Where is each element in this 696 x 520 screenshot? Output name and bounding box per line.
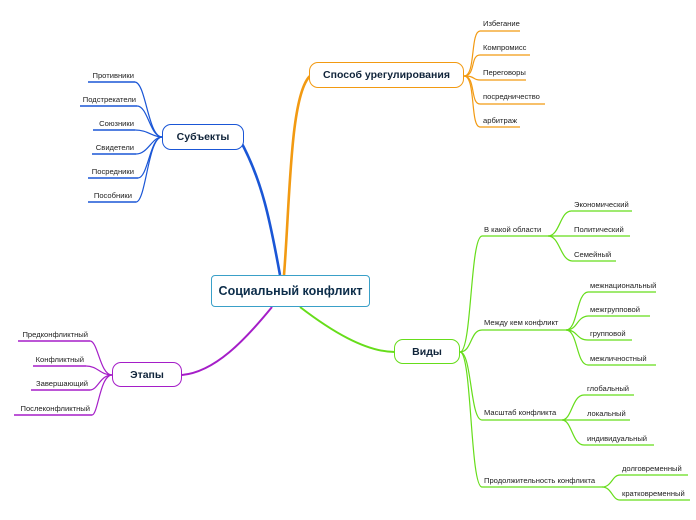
branch-types[interactable]: Виды — [394, 339, 460, 364]
branch-resolution[interactable]: Способ урегулирования — [309, 62, 464, 88]
branch-resolution-label: Способ урегулирования — [323, 69, 450, 81]
types-item[interactable]: локальный — [587, 409, 626, 418]
resolution-item[interactable]: посредничество — [483, 92, 540, 101]
subject-item[interactable]: Противники — [92, 71, 135, 80]
resolution-item[interactable]: Компромисс — [483, 43, 527, 52]
stage-item[interactable]: Конфликтный — [35, 355, 84, 364]
types-item[interactable]: межличностный — [590, 354, 647, 363]
link-central-subjects — [238, 139, 282, 276]
branch-subjects-label: Субъекты — [176, 131, 230, 143]
resolution-item[interactable]: Переговоры — [483, 68, 526, 77]
types-item[interactable]: Политический — [574, 225, 624, 234]
types-item[interactable]: кратковременный — [622, 489, 685, 498]
types-item[interactable]: Семейный — [574, 250, 612, 259]
resolution-item[interactable]: Избегание — [483, 19, 520, 28]
types-group-label[interactable]: Между кем конфликт — [484, 318, 559, 327]
branch-subjects[interactable]: Субъекты — [162, 124, 244, 150]
subject-item[interactable]: Подстрекатели — [82, 95, 136, 104]
branch-types-label: Виды — [412, 345, 442, 358]
branch-stages[interactable]: Этапы — [112, 362, 182, 387]
types-group-label[interactable]: Масштаб конфликта — [484, 408, 557, 417]
central-topic-label: Социальный конфликт — [218, 284, 363, 298]
subject-item[interactable]: Союзники — [99, 119, 134, 128]
types-item[interactable]: глобальный — [587, 384, 630, 393]
types-item[interactable]: индивидуальный — [587, 434, 648, 443]
resolution-item[interactable]: арбитраж — [483, 116, 518, 125]
stage-item[interactable]: Завершающий — [36, 379, 88, 388]
subject-item[interactable]: Пособники — [93, 191, 132, 200]
types-item[interactable]: Экономический — [574, 200, 629, 209]
central-topic[interactable]: Социальный конфликт — [211, 275, 370, 307]
subject-item[interactable]: Посредники — [91, 167, 134, 176]
types-item[interactable]: групповой — [590, 329, 626, 338]
types-group-label[interactable]: Продолжительность конфликта — [484, 476, 596, 485]
branch-stages-label: Этапы — [130, 368, 164, 381]
link-central-resolution — [282, 75, 311, 276]
subject-item[interactable]: Свидетели — [95, 143, 134, 152]
stage-item[interactable]: Предконфликтный — [22, 330, 88, 339]
types-item[interactable]: межнациональный — [590, 281, 657, 290]
link-central-stages — [181, 306, 273, 376]
types-group-label[interactable]: В какой области — [484, 225, 542, 234]
types-item[interactable]: долговременный — [622, 464, 682, 473]
stage-item[interactable]: Послеконфликтный — [20, 404, 91, 413]
types-item[interactable]: межгрупповой — [590, 305, 641, 314]
link-central-types — [299, 306, 396, 353]
